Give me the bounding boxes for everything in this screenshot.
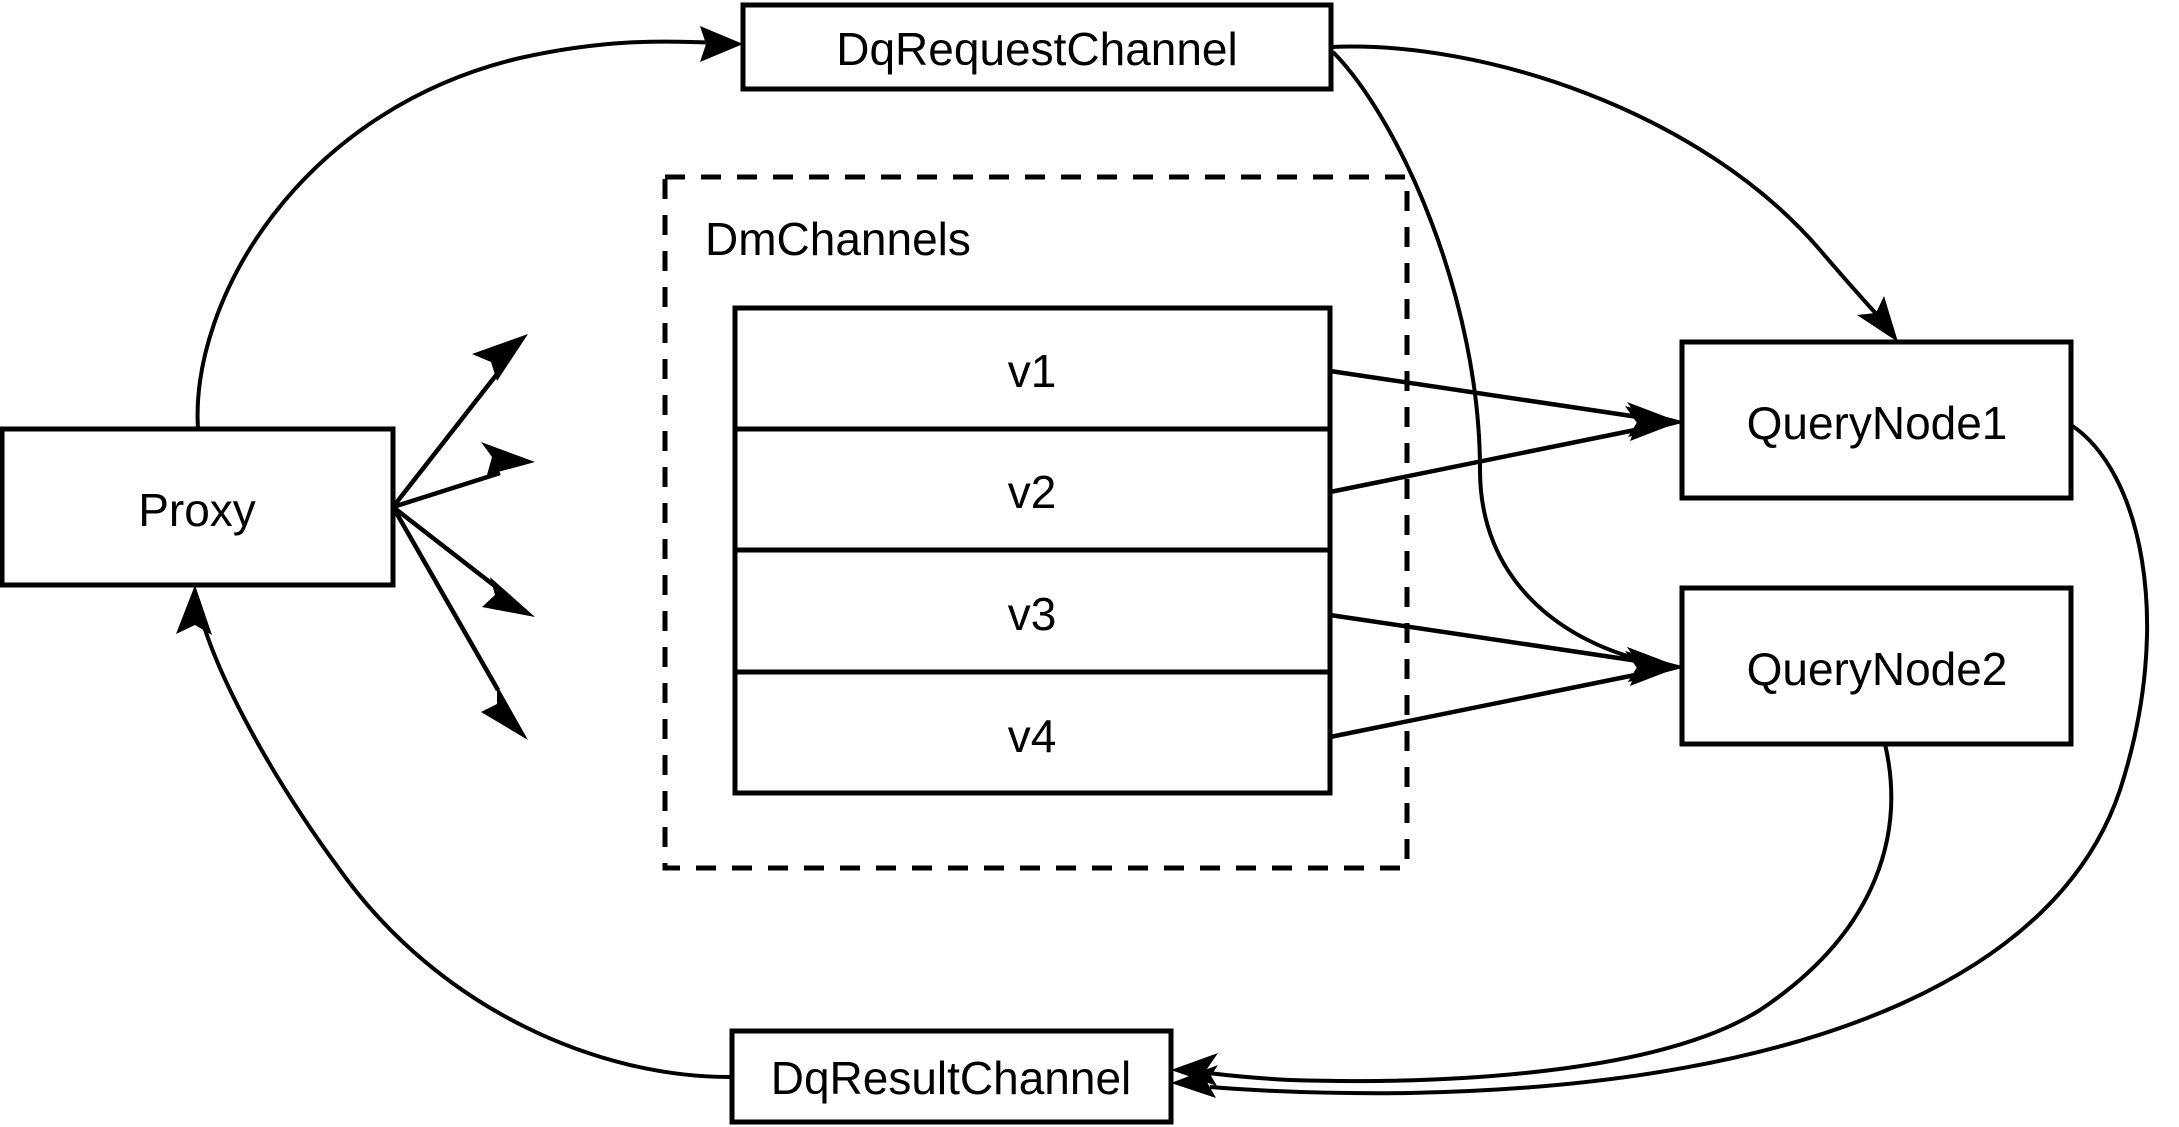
node-dq-request-channel[interactable]	[740, 2, 1334, 92]
edge-v2-to-querynode1	[1329, 406, 1682, 495]
edge-dqresultchannel-to-proxy	[176, 585, 733, 1080]
dq-request-channel-label: DqRequestChannel	[836, 23, 1238, 75]
arrowhead-icon	[1625, 406, 1682, 441]
edge-proxy-to-v2	[392, 442, 535, 510]
dm-channels-label: DmChannels	[705, 213, 971, 265]
arrowhead-icon	[472, 334, 528, 381]
edge-v1-to-querynode1	[1329, 368, 1682, 437]
edge-v4-to-querynode2	[1329, 651, 1682, 740]
channel-label-v1: v1	[1008, 345, 1057, 397]
arrowhead-icon	[481, 685, 528, 740]
arrowhead-icon	[1627, 647, 1682, 682]
node-query-node-1[interactable]	[1679, 339, 2074, 501]
arrowhead-icon	[700, 26, 743, 62]
arrowhead-icon	[1857, 296, 1898, 342]
channel-label-v2: v2	[1008, 466, 1057, 518]
arrowhead-icon	[481, 442, 535, 475]
dq-result-channel-label: DqResultChannel	[771, 1052, 1132, 1104]
edge-dqrequestchannel-to-querynode2	[1331, 50, 1682, 682]
channel-label-v4: v4	[1008, 710, 1057, 762]
arrowhead-icon	[1171, 1053, 1218, 1086]
edge-proxy-to-v4	[391, 505, 528, 740]
dm-channels-table	[732, 305, 1333, 796]
node-proxy[interactable]	[0, 426, 396, 588]
proxy-label: Proxy	[138, 484, 256, 536]
query-node-2-label: QueryNode2	[1747, 643, 2008, 695]
channel-label-v3: v3	[1008, 588, 1057, 640]
query-node-1-label: QueryNode1	[1747, 397, 2008, 449]
edge-proxy-to-v3	[391, 505, 535, 617]
edge-proxy-to-dqrequestchannel	[195, 26, 743, 430]
edge-querynode2-to-dqresultchannel	[1171, 743, 1894, 1086]
node-query-node-2[interactable]	[1679, 585, 2074, 747]
arrowhead-icon	[176, 585, 212, 635]
node-dq-result-channel[interactable]	[729, 1028, 1174, 1125]
dm-channels-group	[662, 174, 1410, 871]
edge-dqrequestchannel-to-querynode1	[1330, 44, 1898, 342]
arrowhead-icon	[482, 577, 535, 617]
edge-proxy-to-v1	[391, 334, 528, 509]
